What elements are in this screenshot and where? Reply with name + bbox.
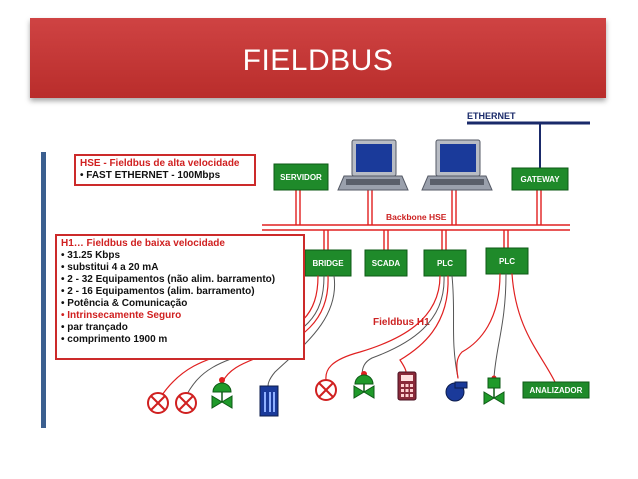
ethernet-label: ETHERNET [467,111,516,121]
hse-item: • FAST ETHERNET - 100Mbps [80,170,221,181]
scada-label: SCADA [372,259,401,268]
backbone-hse [262,224,570,231]
backbone-upper-drops [295,190,542,225]
h1-info-box: H1… Fieldbus de baixa velocidade • 31.25… [55,234,305,360]
h1-item: • 31.25 Kbps [61,250,121,261]
plc-label-2: PLC [499,257,515,266]
control-valve-icon [211,382,233,409]
backbone-lower-drops [323,230,509,250]
gateway-node: GATEWAY [511,167,569,191]
gateway-label: GATEWAY [520,175,560,184]
laptop-icon [421,139,493,191]
servidor-label: SERVIDOR [280,173,322,182]
flow-transmitter-icon [315,379,337,401]
h1-item: • comprimento 1900 m [61,334,168,345]
h1-item: • 2 - 32 Equipamentos (não alim. barrame… [61,274,276,285]
h1-item: • Intrinsecamente Seguro [61,310,182,321]
bridge-label: BRIDGE [312,259,344,268]
h1-item: • par trançado [61,322,128,333]
plc-node-2: PLC [485,247,529,275]
left-accent-bar [41,152,46,428]
hse-info-box: HSE - Fieldbus de alta velocidade • FAST… [74,154,256,186]
scada-node: SCADA [364,249,408,277]
flow-transmitter-icon [147,392,169,414]
control-valve-icon [483,377,505,405]
fieldbus-h1-label: Fieldbus H1 [373,317,430,328]
handheld-terminal-icon [397,371,417,401]
title-banner: FIELDBUS [30,18,606,98]
servidor-node: SERVIDOR [273,163,329,191]
h1-item: • Potência & Comunicação [61,298,188,309]
pump-icon [445,381,468,402]
plc-label-1: PLC [437,259,453,268]
h1-item: • substitui 4 a 20 mA [61,262,159,273]
page-title: FIELDBUS [242,44,394,77]
plc-node-1: PLC [423,249,467,277]
h1-item: • 2 - 16 Equipamentos (alim. barramento) [61,286,255,297]
hse-heading: HSE - Fieldbus de alta velocidade [80,158,240,169]
level-transmitter-icon [259,385,279,417]
control-valve-icon [353,374,375,399]
laptop-icon [337,139,409,191]
flow-transmitter-icon [175,392,197,414]
analizador-label: ANALIZADOR [530,386,583,395]
backbone-label: Backbone HSE [386,212,447,222]
analizador-node: ANALIZADOR [522,381,590,399]
bridge-node: BRIDGE [304,249,352,277]
h1-heading: H1… Fieldbus de baixa velocidade [61,238,225,249]
